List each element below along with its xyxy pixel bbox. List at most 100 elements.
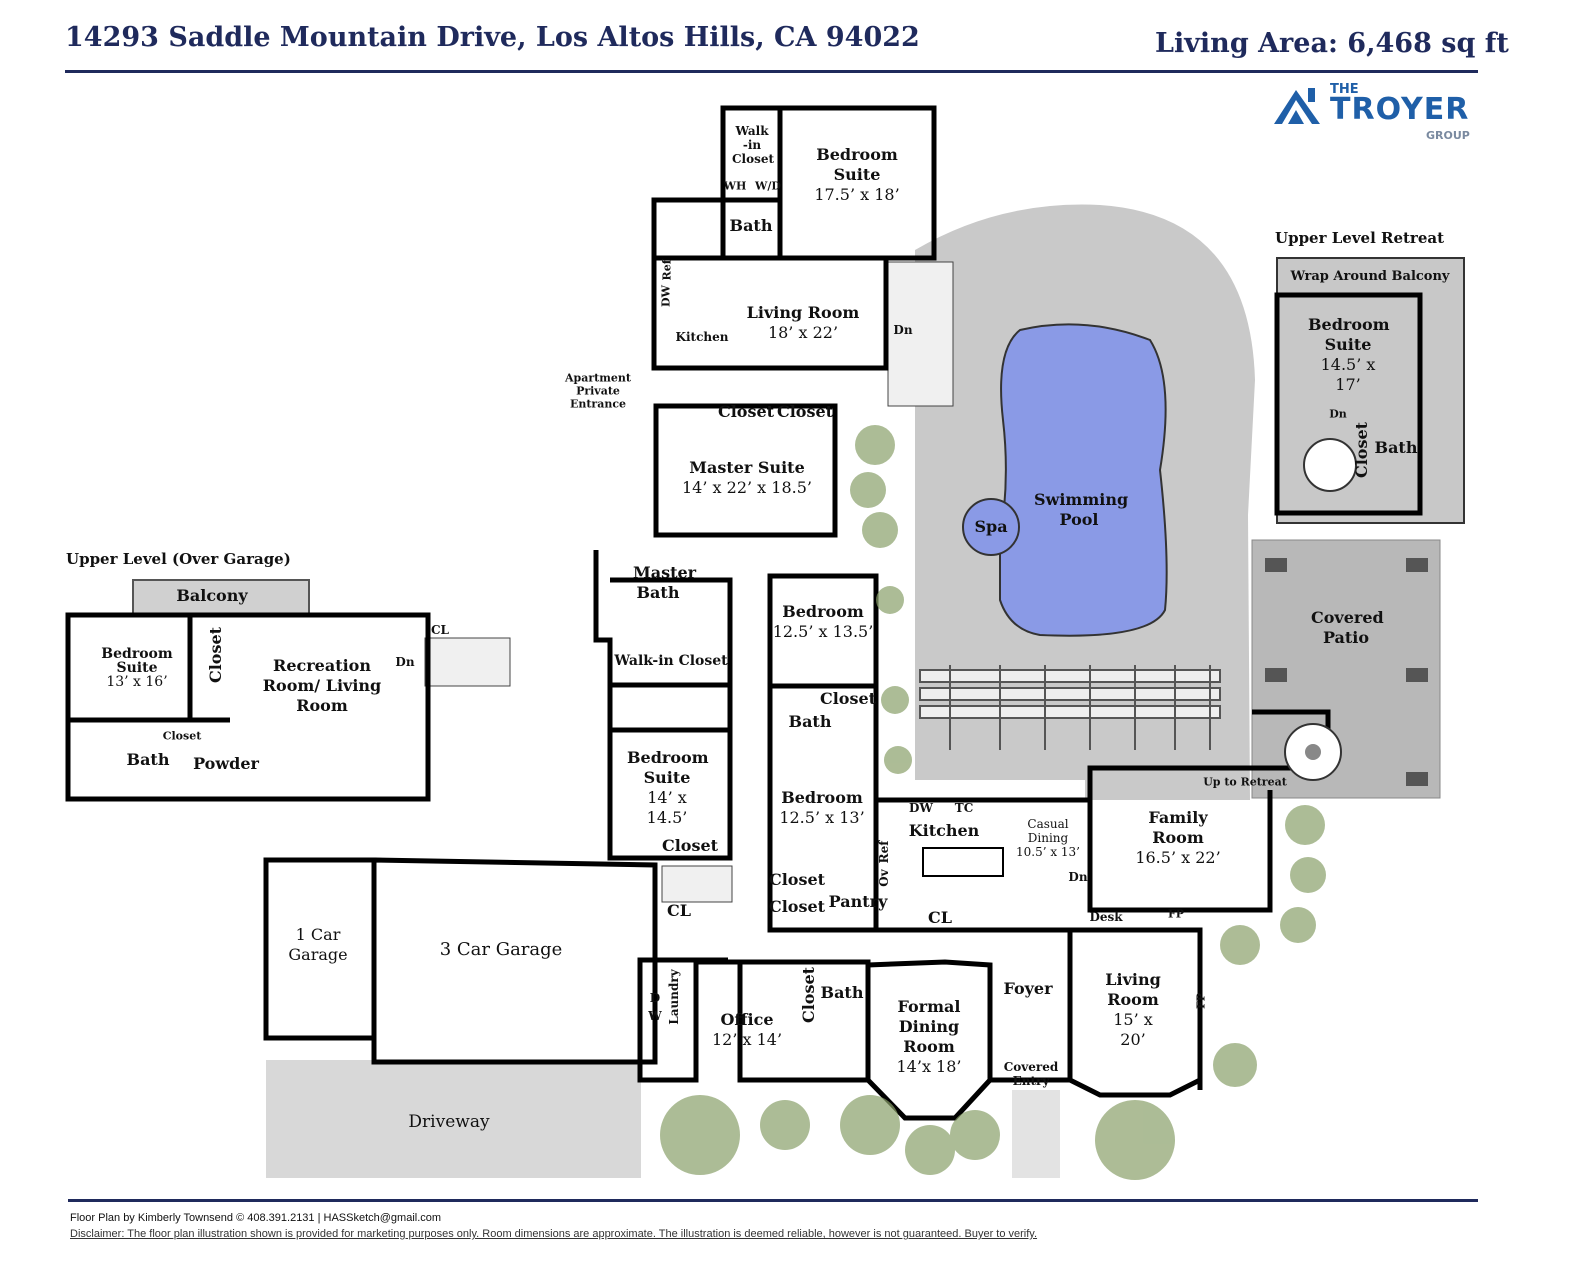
dryer: D	[649, 991, 661, 1005]
room-name: Casual Dining	[1027, 817, 1069, 845]
closet-cl-a: CL	[667, 901, 691, 920]
powder-room: Powder	[193, 754, 259, 773]
wrap-around-balcony: Wrap Around Balcony	[1290, 269, 1450, 284]
trash-compactor: TC	[954, 801, 974, 815]
laundry: Laundry	[667, 969, 681, 1025]
garage-balcony: Balcony	[176, 586, 248, 605]
room-name: Master Suite	[689, 458, 805, 477]
room-name: Formal Dining Room	[897, 997, 961, 1056]
up-to-retreat: Up to Retreat	[1203, 775, 1287, 789]
room-bath-mid: Bath	[788, 712, 832, 731]
room-name: Bedroom Suite	[1308, 315, 1390, 354]
desk: Desk	[1089, 910, 1123, 924]
refrigerator: Ref	[877, 840, 891, 864]
house-logo-icon	[1274, 88, 1320, 124]
spa	[962, 498, 1020, 556]
stairs-down-apt: Dn	[893, 323, 913, 337]
retreat-closet: Closet	[1352, 421, 1371, 479]
pergola	[919, 665, 1221, 750]
room-pantry: Pantry	[828, 892, 888, 911]
apartment-entrance: Apartment Private Entrance	[565, 371, 631, 411]
one-car-garage: 1 Car Garage	[288, 925, 348, 964]
room-name: Living Room	[1105, 970, 1161, 1009]
garage-stairs-down: Dn	[395, 655, 415, 669]
water-heater: WH	[723, 179, 747, 193]
closet-cl-b: CL	[928, 908, 952, 927]
footer-rule	[68, 1199, 1478, 1202]
oven: Ov	[877, 869, 891, 887]
property-address: 14293 Saddle Mountain Drive, Los Altos H…	[65, 22, 920, 53]
room-name: Bedroom	[782, 602, 864, 621]
driveway-label: Driveway	[408, 1112, 490, 1132]
troyer-group-logo: THE TROYER GROUP	[1272, 82, 1472, 150]
stairs-down-family: Dn	[1068, 870, 1088, 884]
garage-bath: Bath	[126, 750, 170, 769]
living-area: Living Area: 6,468 sq ft	[1155, 28, 1509, 59]
room-name: Bedroom	[781, 788, 863, 807]
footer-credit: Floor Plan by Kimberly Townsend © 408.39…	[70, 1212, 442, 1224]
room-kitchen: Kitchen	[908, 821, 980, 840]
logo-the: THE	[1330, 82, 1359, 97]
logo-group: GROUP	[1426, 129, 1470, 142]
swimming-pool	[999, 323, 1168, 637]
room-dims: 14.5’ x 17’	[1320, 355, 1376, 394]
section-upper-retreat: Upper Level Retreat	[1275, 229, 1445, 247]
room-dims: 12.5’ x 13.5’	[772, 622, 874, 641]
dishwasher: DW	[909, 801, 933, 815]
closet-d: Closet	[661, 836, 719, 855]
room-dims: 12.5’ x 13’	[779, 808, 865, 827]
garage-closet: Closet	[162, 729, 202, 743]
footer-disclaimer: Disclaimer: The floor plan illustration …	[70, 1228, 1038, 1240]
room-name: Bedroom Suite	[816, 145, 898, 184]
dw-apt: DW	[659, 285, 673, 307]
room-name: Bedroom Suite	[101, 646, 173, 676]
spa-label: Spa	[974, 517, 1008, 536]
closet-a: Closet	[717, 402, 775, 421]
closet-f: Closet	[768, 897, 826, 916]
covered-entry: Covered Entry	[1003, 1060, 1059, 1088]
three-car-garage: 3 Car Garage	[439, 939, 563, 960]
garage-cl: CL	[431, 623, 449, 637]
office-bath: Bath	[820, 983, 864, 1002]
driveway-area	[266, 1060, 641, 1178]
walkin-closet-master: Walk-in Closet	[614, 653, 728, 669]
room-name: Office	[720, 1010, 774, 1029]
room-dims: 18’ x 22’	[767, 323, 839, 342]
fireplace-living: FP	[1194, 992, 1208, 1010]
swimming-pool-label: Swimming Pool	[1034, 490, 1129, 529]
covered-patio-label: Covered Patio	[1311, 608, 1384, 647]
room-name: Living Room	[746, 303, 860, 322]
retreat-bath: Bath	[1374, 438, 1418, 457]
closet-c: Closet	[819, 689, 877, 708]
washer: W	[648, 1009, 662, 1023]
room-recreation: Recreation Room/ Living Room	[262, 656, 382, 715]
room-bath-top: Bath	[729, 216, 773, 235]
walkin-closet-top: Walk -in Closet	[732, 124, 775, 166]
room-foyer: Foyer	[1003, 979, 1053, 998]
room-name: Family Room	[1148, 808, 1208, 847]
room-master-bath: Master Bath	[633, 563, 697, 602]
room-dims: 14’ x 14.5’	[646, 788, 688, 827]
retreat-stairs-down: Dn	[1329, 407, 1347, 421]
room-dims: 13’ x 16’	[106, 674, 168, 690]
room-dims: 16.5’ x 22’	[1135, 848, 1221, 867]
garage-closet-vertical: Closet	[206, 626, 225, 684]
room-dims: 14’ x 22’ x 18.5’	[682, 478, 812, 497]
office-closet: Closet	[799, 966, 818, 1024]
logo-name: TROYER	[1330, 92, 1470, 127]
room-dims: 15’ x 20’	[1113, 1010, 1153, 1049]
